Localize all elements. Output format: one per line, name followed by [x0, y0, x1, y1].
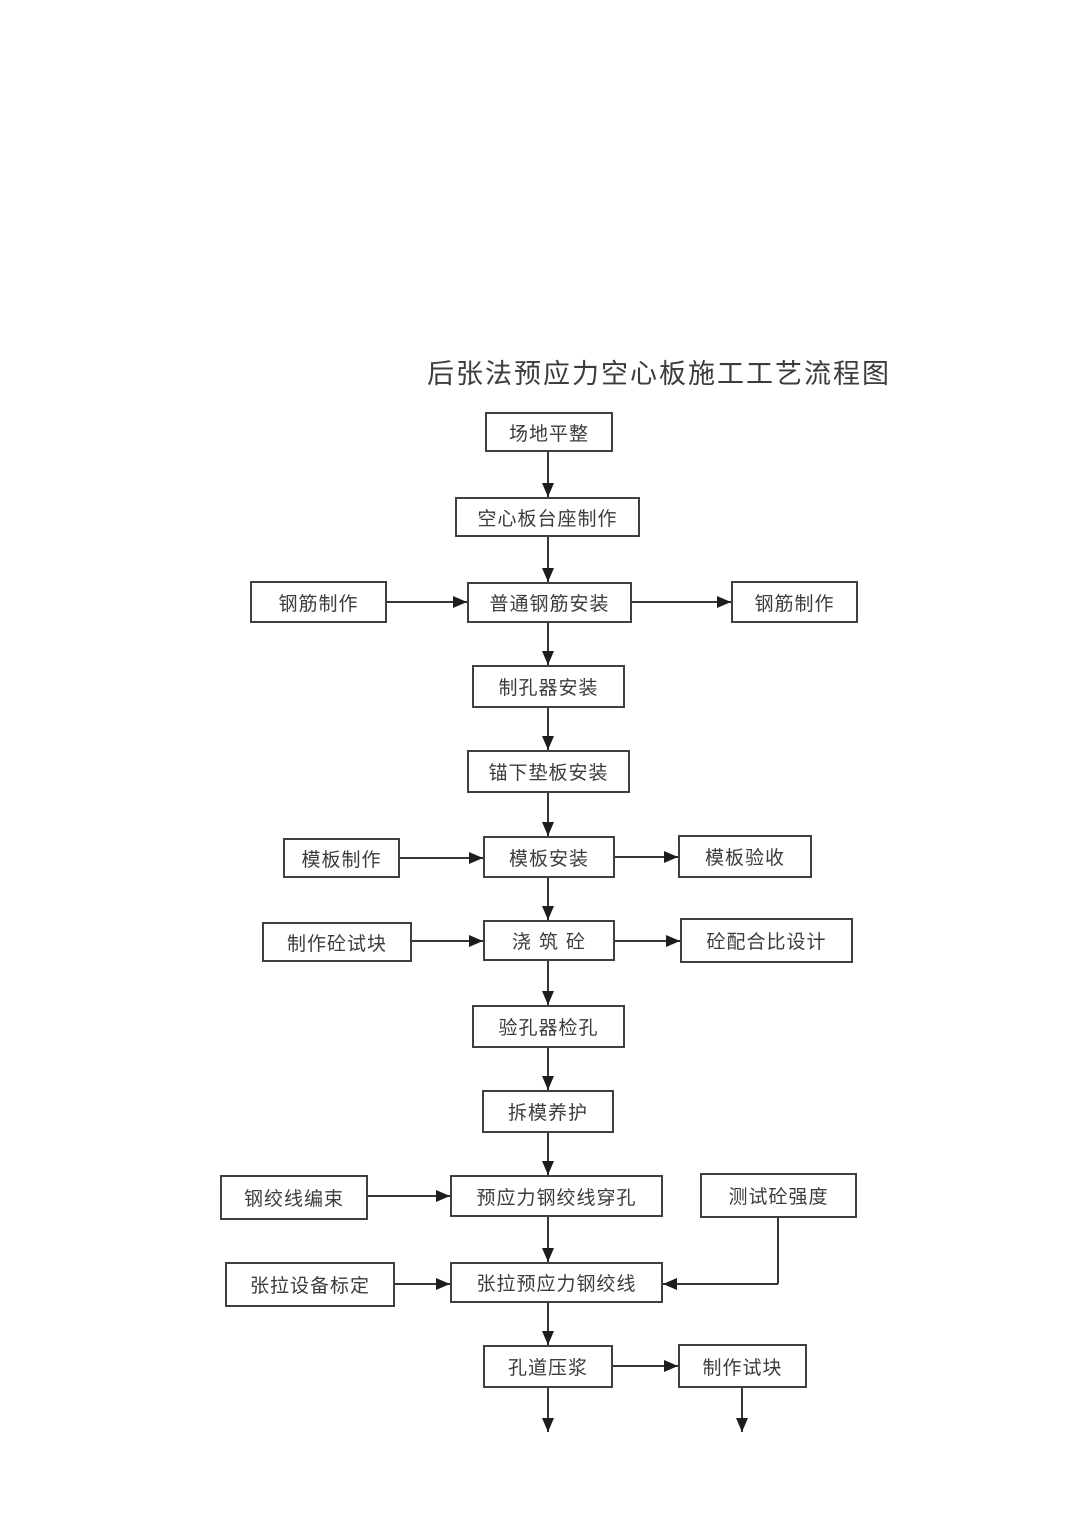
flow-node-duct-grouting: 孔道压浆 — [483, 1345, 613, 1388]
arrowhead-down-icon — [542, 1418, 554, 1432]
arrowhead-down-icon — [542, 1076, 554, 1090]
flow-node-hole-former-installation: 制孔器安装 — [472, 665, 625, 708]
page-title: 后张法预应力空心板施工工艺流程图 — [427, 359, 891, 390]
flow-edge-forminstall-to-accept-segment — [615, 856, 678, 858]
flow-edge-rebarfab-to-install-segment — [387, 601, 467, 603]
arrowhead-down-icon — [542, 1248, 554, 1262]
flow-node-concrete-strength-testing: 测试砼强度 — [700, 1173, 857, 1218]
arrowhead-right-icon — [436, 1278, 450, 1290]
arrowhead-down-icon — [542, 736, 554, 750]
flow-edge-testblock-to-pouring-segment — [412, 940, 483, 942]
flow-edge-pouring-to-inspection-segment — [547, 961, 549, 1005]
flow-edge-inspection-to-demold-segment — [547, 1048, 549, 1090]
flow-node-demolding-curing: 拆模养护 — [482, 1090, 614, 1133]
flow-edge-rebar-to-holeformer-segment — [547, 623, 549, 665]
flow-edge-holeformer-to-anchor-segment — [547, 708, 549, 750]
arrowhead-down-icon — [542, 1331, 554, 1345]
flow-edge-install-to-rebarfab-segment — [632, 601, 731, 603]
flow-edge-threading-to-tensioning-segment — [547, 1217, 549, 1262]
flow-node-formwork-fabrication: 模板制作 — [283, 838, 400, 878]
arrowhead-right-icon — [664, 1360, 678, 1372]
arrowhead-down-icon — [542, 568, 554, 582]
flow-node-strand-threading: 预应力钢绞线穿孔 — [450, 1175, 663, 1217]
flow-node-site-leveling: 场地平整 — [485, 412, 613, 452]
arrowhead-left-icon — [663, 1278, 677, 1290]
flow-node-rebar-fabrication-right: 钢筋制作 — [731, 581, 858, 623]
flow-node-strand-tensioning: 张拉预应力钢绞线 — [450, 1262, 663, 1303]
arrowhead-down-icon — [542, 1161, 554, 1175]
flow-edge-strength-to-tensioning-segment — [777, 1218, 779, 1284]
flow-edge-grouting-to-testblock-segment — [613, 1365, 678, 1367]
flow-node-mix-proportion-design: 砼配合比设计 — [680, 918, 853, 963]
flow-node-rebar-fabrication-left: 钢筋制作 — [250, 581, 387, 623]
flow-node-formwork-installation: 模板安装 — [483, 836, 615, 878]
flow-node-strand-bundling: 钢绞线编束 — [220, 1175, 368, 1220]
arrowhead-right-icon — [666, 935, 680, 947]
flow-node-concrete-test-block-fabrication: 制作砼试块 — [262, 922, 412, 962]
arrowhead-right-icon — [664, 851, 678, 863]
flow-edge-testblock-exit-segment — [741, 1388, 743, 1432]
arrowhead-right-icon — [469, 852, 483, 864]
flow-node-test-block-fabrication: 制作试块 — [678, 1344, 807, 1388]
flow-node-ordinary-rebar-installation: 普通钢筋安装 — [467, 582, 632, 623]
flow-node-pedestal-fabrication: 空心板台座制作 — [455, 497, 640, 537]
flow-node-hole-inspection: 验孔器检孔 — [472, 1005, 625, 1048]
flow-edge-formwork-to-pouring-segment — [547, 878, 549, 920]
flow-edge-bundling-to-threading-segment — [368, 1195, 450, 1197]
flow-edge-formfab-to-forminstall-segment — [400, 857, 483, 859]
flow-node-anchor-plate-installation: 锚下垫板安装 — [467, 750, 630, 793]
flow-edge-calib-to-tensioning-segment — [395, 1283, 450, 1285]
arrowhead-right-icon — [436, 1190, 450, 1202]
arrowhead-right-icon — [469, 935, 483, 947]
flow-node-formwork-acceptance: 模板验收 — [678, 835, 812, 878]
flow-edge-pouring-to-mixdesign-segment — [615, 940, 680, 942]
flow-node-tensioning-equipment-calibration: 张拉设备标定 — [225, 1262, 395, 1307]
arrowhead-right-icon — [717, 596, 731, 608]
flow-edge-demold-to-threading-segment — [547, 1133, 549, 1175]
flow-edge-tensioning-to-grouting-segment — [547, 1303, 549, 1345]
arrowhead-down-icon — [542, 906, 554, 920]
arrowhead-down-icon — [542, 651, 554, 665]
flow-edge-site-to-pedestal-segment — [547, 452, 549, 497]
arrowhead-right-icon — [453, 596, 467, 608]
arrowhead-down-icon — [542, 483, 554, 497]
flow-node-concrete-pouring: 浇 筑 砼 — [483, 920, 615, 961]
arrowhead-down-icon — [736, 1418, 748, 1432]
flow-edge-grouting-exit-segment — [547, 1388, 549, 1432]
arrowhead-down-icon — [542, 822, 554, 836]
flow-edge-pedestal-to-rebar-segment — [547, 537, 549, 582]
arrowhead-down-icon — [542, 991, 554, 1005]
flow-edge-anchor-to-formwork-segment — [547, 793, 549, 836]
flow-edge-strength-to-tensioning-segment — [663, 1283, 778, 1285]
